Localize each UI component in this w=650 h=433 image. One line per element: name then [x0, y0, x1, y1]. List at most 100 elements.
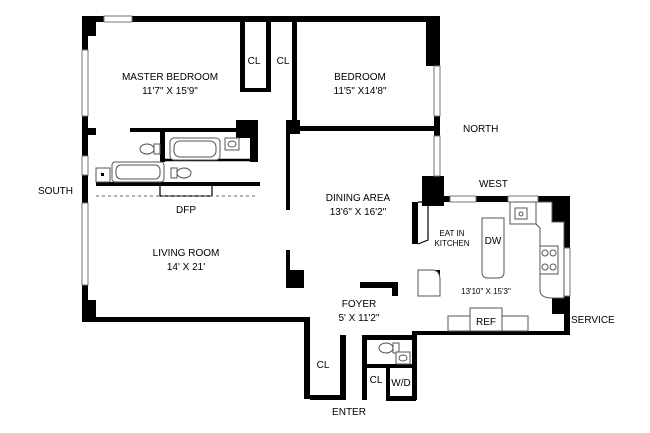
fireplace-outline	[159, 186, 213, 197]
foyer-wall-left	[304, 317, 310, 399]
corner-sw	[82, 300, 96, 321]
north-label: NORTH	[463, 124, 498, 135]
dining-area-dims: 13'6" X 16'2"	[330, 207, 387, 218]
south-label: SOUTH	[38, 186, 73, 197]
window-right-bedroom	[433, 65, 441, 117]
fireplace-label: DFP	[176, 205, 196, 216]
foyer-pillar-b	[392, 282, 398, 296]
bath-wall-bottom	[96, 182, 260, 186]
window-kitchen-1	[449, 195, 477, 203]
window-right-dining	[433, 135, 441, 177]
dining-stub-top	[286, 134, 290, 210]
foyer-name: FOYER	[342, 299, 376, 310]
bedroom-dims: 11'5" X14'8"	[334, 86, 387, 97]
laundry-wall-mid	[386, 368, 390, 400]
right-wall-bedroom	[434, 116, 440, 136]
powder-wall-right	[412, 335, 417, 400]
kitchen-island	[481, 217, 505, 279]
corner-ne	[426, 16, 440, 66]
powder-wall-left	[362, 335, 367, 400]
sink-upper-bowl	[227, 140, 237, 148]
master-bedroom-name: MASTER BEDROOM	[122, 72, 218, 83]
corner-nw	[82, 16, 96, 36]
dining-pillar	[286, 270, 304, 288]
toilet-upper-bowl	[139, 143, 155, 155]
foyer-dims: 5' X 11'2"	[338, 313, 380, 324]
dining-area-name: DINING AREA	[326, 193, 391, 204]
closet-wall-c	[292, 22, 297, 128]
stove-burner-1	[541, 249, 549, 257]
window-kitchen-right	[563, 247, 571, 297]
closet-bottom	[240, 88, 271, 92]
closet-wall-b	[266, 22, 271, 90]
kitchen-left-wall	[412, 202, 418, 244]
right-wall-lower	[422, 176, 444, 206]
kitchen-name-line2: KITCHEN	[434, 239, 469, 248]
refrigerator-unit	[469, 307, 503, 332]
left-wall-mid	[82, 116, 88, 156]
stove	[539, 245, 559, 275]
kitchen-corner-ne	[552, 196, 570, 222]
kitchen-top-wall	[440, 196, 570, 202]
left-wall-low	[82, 175, 88, 203]
master-bottom-wall	[88, 128, 96, 135]
left-wall-top	[82, 36, 88, 50]
closet-wall-a	[240, 22, 245, 90]
bath-wall-mid	[160, 132, 165, 162]
dining-stub-low	[286, 250, 290, 288]
toilet-lower-bowl	[176, 167, 192, 179]
toilet-upper-tank	[153, 143, 161, 155]
bathtub-upper-inner	[173, 140, 217, 158]
kitchen-sink-drain	[518, 211, 524, 217]
toilet-powder-bowl	[378, 342, 394, 354]
kitchen-right-lower	[564, 310, 570, 335]
foyer-pillar	[360, 282, 398, 288]
closet-1-label: CL	[248, 56, 261, 67]
kitchen-bottom-wall	[412, 331, 570, 335]
kitchen-peninsula	[417, 269, 441, 297]
window-left-master	[81, 49, 89, 117]
west-label: WEST	[479, 179, 508, 190]
window-left-bath	[81, 155, 89, 176]
closet-entry-label: CL	[370, 375, 383, 386]
labels: MASTER BEDROOM 11'7" X 15'9" BEDROOM 11'…	[38, 56, 615, 418]
window-top-master	[103, 15, 133, 23]
kitchen-counter-left	[417, 201, 429, 245]
stove-burner-2	[549, 249, 557, 257]
stove-burner-3	[541, 263, 549, 271]
powder-wall-mid	[367, 364, 412, 368]
enter-label: ENTER	[332, 407, 366, 418]
bath-wall-right	[250, 132, 258, 162]
kitchen-fixtures	[417, 201, 565, 332]
laundry-wall-bottom	[386, 396, 416, 401]
bedroom-corner	[286, 120, 300, 134]
window-kitchen-2	[507, 195, 539, 203]
service-label: SERVICE	[571, 315, 615, 326]
closet-foyer-label: CL	[317, 360, 330, 371]
powder-wall-top	[362, 335, 414, 340]
kitchen-name-line1: EAT IN	[439, 229, 464, 238]
bedroom-bottom-wall	[292, 126, 434, 131]
foyer-wall-a	[310, 395, 346, 400]
bedroom-name: BEDROOM	[334, 72, 386, 83]
sink-lower-drain	[101, 173, 104, 176]
living-room-name: LIVING ROOM	[153, 248, 220, 259]
window-left-living	[81, 202, 89, 286]
dishwasher-label: DW	[485, 236, 502, 247]
kitchen-dims: 13'10" X 15'3"	[461, 287, 511, 296]
refrigerator-label: REF	[476, 317, 496, 328]
foyer-wall-b	[340, 335, 346, 400]
bathtub-lower-inner	[115, 164, 161, 180]
kitchen-corner-se	[552, 296, 570, 314]
bottom-wall-left	[82, 317, 310, 322]
top-wall	[82, 16, 440, 22]
living-room-dims: 14' X 21'	[167, 262, 205, 273]
toilet-lower-tank	[170, 167, 178, 179]
master-bedroom-dims: 11'7" X 15'9"	[142, 86, 198, 97]
washer-dryer-label: W/D	[391, 378, 410, 389]
sink-powder-bowl	[398, 354, 408, 362]
windows	[81, 15, 571, 297]
master-bottom-wall-b	[130, 128, 250, 132]
stove-burner-4	[549, 263, 557, 271]
